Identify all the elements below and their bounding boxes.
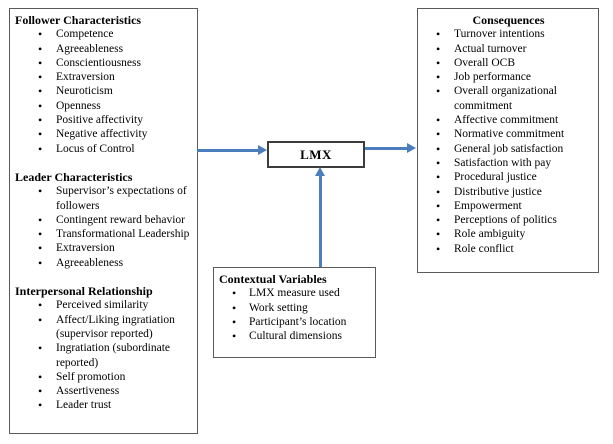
section-heading: Follower Characteristics bbox=[15, 13, 142, 27]
leader-characteristics-list: Supervisor’s expectations of followersCo… bbox=[15, 184, 193, 270]
section-heading: Leader Characteristics bbox=[15, 169, 133, 184]
follower-characteristics-section: Follower Characteristics CompetenceAgree… bbox=[15, 13, 193, 156]
list-item: Satisfaction with pay bbox=[422, 156, 595, 171]
consequences-list: Turnover intentionsActual turnoverOveral… bbox=[422, 27, 595, 256]
list-item: Role ambiguity bbox=[422, 227, 595, 242]
list-item: Assertiveness bbox=[15, 384, 193, 399]
arrow-shaft bbox=[197, 149, 260, 152]
list-item: LMX measure used bbox=[219, 286, 371, 301]
list-item: General job satisfaction bbox=[422, 142, 595, 157]
list-item: Self promotion bbox=[15, 370, 193, 385]
list-item: Participant’s location bbox=[219, 315, 371, 330]
list-item: Conscientiousness bbox=[15, 56, 193, 71]
list-item: Affective commitment bbox=[422, 113, 595, 128]
list-item: Empowerment bbox=[422, 199, 595, 214]
section-heading: Consequences bbox=[472, 13, 545, 27]
list-item: Supervisor’s expectations of followers bbox=[15, 184, 193, 213]
arrow-head-right-icon bbox=[407, 143, 416, 153]
list-item: Openness bbox=[15, 99, 193, 114]
list-item: Turnover intentions bbox=[422, 27, 595, 42]
list-item: Contingent reward behavior bbox=[15, 213, 193, 228]
list-item: Overall organizational commitment bbox=[422, 84, 595, 113]
interpersonal-relationship-list: Perceived similarityAffect/Liking ingrat… bbox=[15, 298, 193, 413]
list-item: Positive affectivity bbox=[15, 113, 193, 128]
list-item: Cultural dimensions bbox=[219, 329, 371, 344]
contextual-variables-box: Contextual Variables LMX measure usedWor… bbox=[213, 267, 376, 358]
list-item: Agreeableness bbox=[15, 256, 193, 271]
list-item: Agreeableness bbox=[15, 42, 193, 57]
list-item: Leader trust bbox=[15, 398, 193, 413]
list-item: Extraversion bbox=[15, 70, 193, 85]
contextual-variables-list: LMX measure usedWork settingParticipant’… bbox=[219, 286, 371, 343]
follower-characteristics-list: CompetenceAgreeablenessConscientiousness… bbox=[15, 27, 193, 156]
consequences-box: Consequences Turnover intentionsActual t… bbox=[417, 8, 599, 273]
list-item: Procedural justice bbox=[422, 170, 595, 185]
list-item: Ingratiation (subordinate reported) bbox=[15, 341, 193, 370]
list-item: Competence bbox=[15, 27, 193, 42]
list-item: Job performance bbox=[422, 70, 595, 85]
interpersonal-relationship-section: Interpersonal Relationship Perceived sim… bbox=[15, 284, 193, 413]
leader-characteristics-section: Leader Characteristics Supervisor’s expe… bbox=[15, 170, 193, 270]
list-item: Transformational Leadership bbox=[15, 227, 193, 242]
list-item: Negative affectivity bbox=[15, 127, 193, 142]
list-item: Affect/Liking ingratiation (supervisor r… bbox=[15, 313, 193, 342]
lmx-label: LMX bbox=[300, 146, 332, 162]
list-item: Perceptions of politics bbox=[422, 213, 595, 228]
list-item: Work setting bbox=[219, 301, 371, 316]
arrow-head-right-icon bbox=[258, 145, 267, 155]
list-item: Role conflict bbox=[422, 242, 595, 257]
list-item: Neuroticism bbox=[15, 84, 193, 99]
list-item: Normative commitment bbox=[422, 127, 595, 142]
arrow-head-up-icon bbox=[315, 167, 325, 176]
antecedents-box: Follower Characteristics CompetenceAgree… bbox=[9, 8, 198, 434]
arrow-shaft bbox=[319, 175, 322, 267]
list-item: Overall OCB bbox=[422, 56, 595, 71]
list-item: Perceived similarity bbox=[15, 298, 193, 313]
section-heading: Contextual Variables bbox=[219, 272, 327, 286]
list-item: Locus of Control bbox=[15, 142, 193, 157]
list-item: Extraversion bbox=[15, 241, 193, 256]
list-item: Distributive justice bbox=[422, 185, 595, 200]
lmx-box: LMX bbox=[267, 141, 365, 168]
arrow-shaft bbox=[365, 147, 409, 150]
list-item: Actual turnover bbox=[422, 42, 595, 57]
section-heading: Interpersonal Relationship bbox=[15, 284, 153, 299]
